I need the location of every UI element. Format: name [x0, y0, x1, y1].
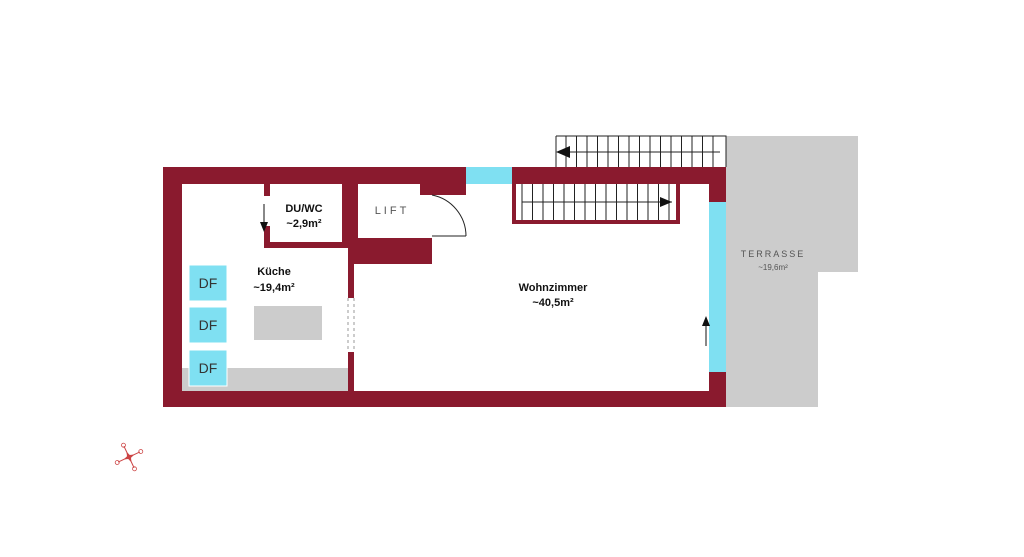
skylight-label: DF: [199, 360, 218, 376]
kueche-name: Küche: [257, 266, 291, 278]
compass-rose-icon: [114, 442, 144, 472]
right-window: [709, 202, 726, 372]
du-wc-area: ~2,9m²: [286, 218, 321, 230]
lift-walls: [348, 178, 432, 264]
wohnzimmer-area: ~40,5m²: [532, 297, 574, 309]
living-arrow-icon: [702, 316, 710, 326]
lift-door-swing: [431, 194, 467, 237]
skylight-label: DF: [199, 317, 218, 333]
lift-wall-notch: [432, 184, 466, 195]
skylight-2: DF: [188, 306, 228, 344]
bath-door-arrow-icon: [260, 222, 268, 232]
partition-wall-upper: [348, 264, 354, 298]
stair-arrow-right-icon: [660, 197, 672, 207]
terrasse-name: TERRASSE: [741, 249, 806, 259]
kueche-area: ~19,4m²: [253, 282, 295, 294]
bath-wall-left-lower: [264, 226, 270, 248]
terrace-area: [726, 136, 858, 407]
skylight-1: DF: [188, 264, 228, 302]
skylight-label: DF: [199, 275, 218, 291]
stair-wall: [512, 178, 709, 224]
stair-outer-edge: [556, 135, 727, 167]
skylight-3: DF: [188, 349, 228, 387]
terrasse-area: ~19,6m²: [758, 263, 788, 272]
bath-wall-right: [342, 184, 348, 248]
lift-label: LIFT: [375, 205, 410, 217]
bath-wall-bottom: [264, 242, 348, 248]
stair-arrow-left-icon: [556, 146, 570, 158]
wohnzimmer-name: Wohnzimmer: [519, 282, 589, 294]
top-window: [466, 167, 512, 184]
partition-wall-lower: [348, 352, 354, 391]
bath-wall-left: [264, 184, 270, 196]
kitchen-island: [254, 306, 322, 340]
du-wc-name: DU/WC: [285, 203, 322, 215]
